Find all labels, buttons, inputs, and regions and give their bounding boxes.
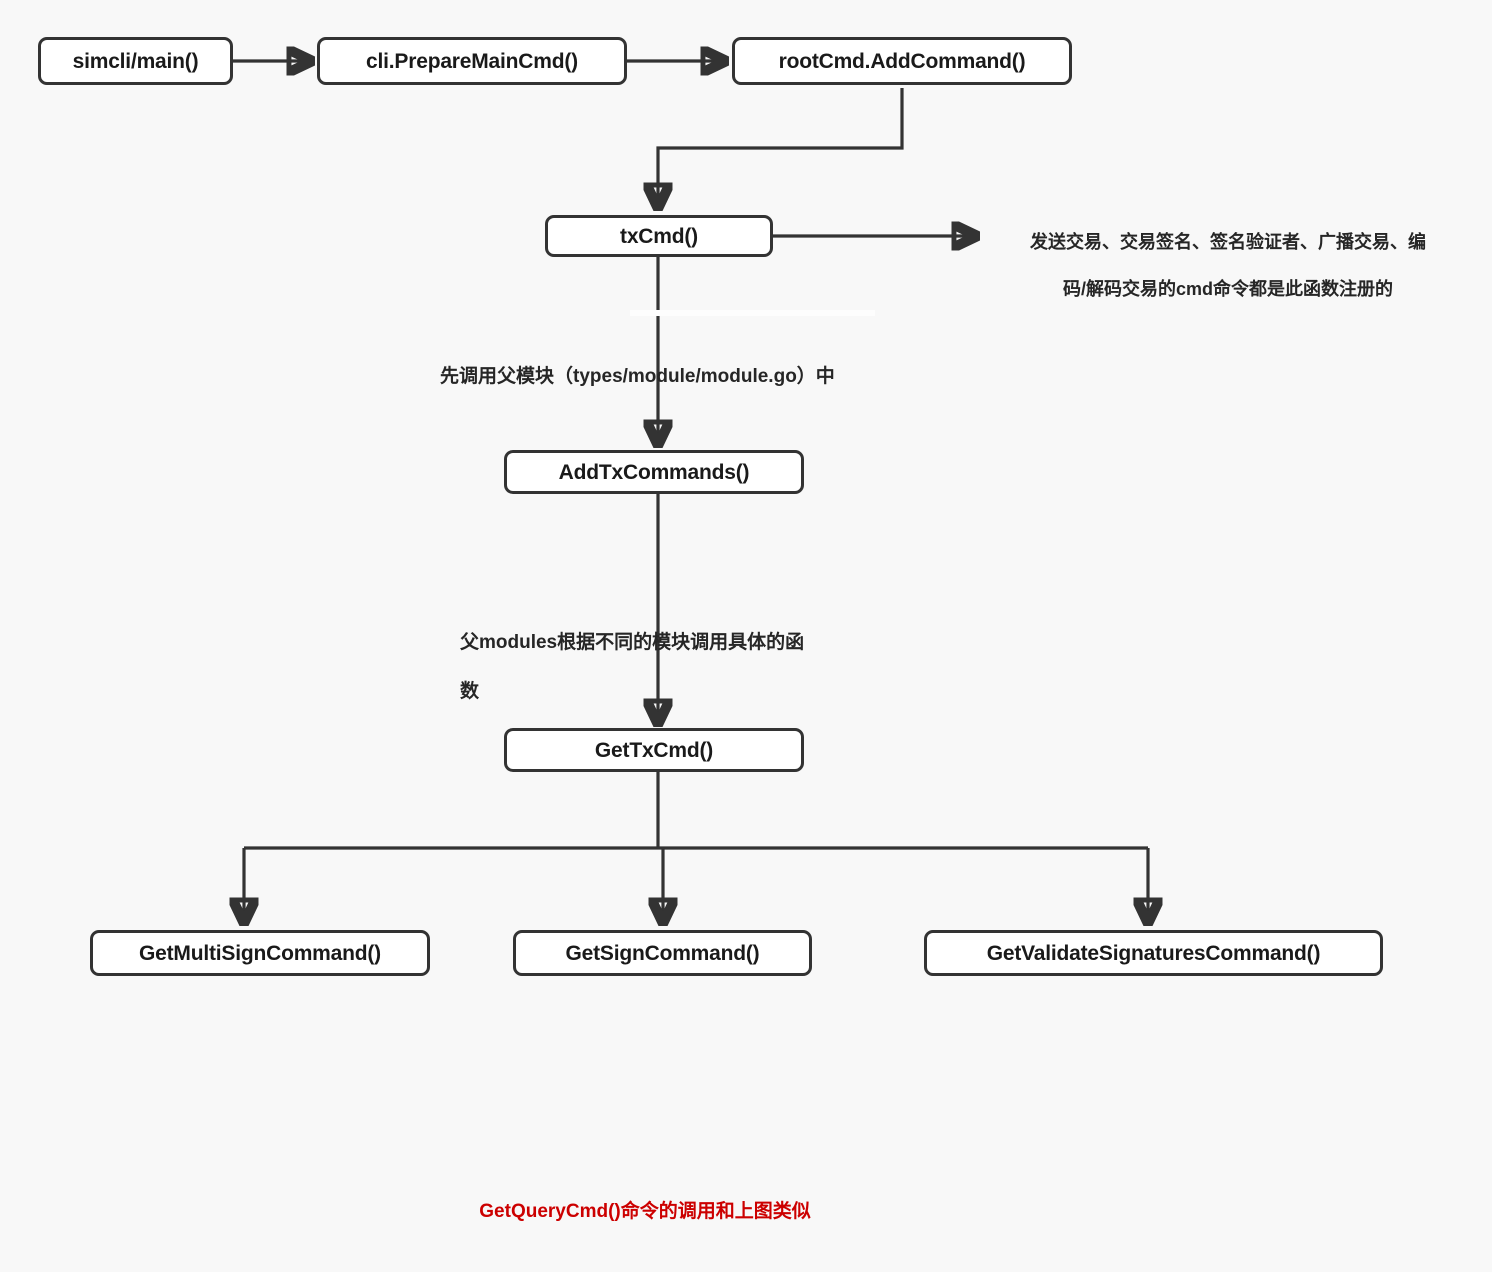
node-label: rootCmd.AddCommand()	[778, 49, 1026, 73]
footer-note-getquerycmd: GetQueryCmd()命令的调用和上图类似	[479, 1201, 811, 1222]
node-rootcmd-addcommand[interactable]: rootCmd.AddCommand()	[732, 37, 1072, 85]
node-label: GetValidateSignaturesCommand()	[986, 941, 1321, 965]
node-txcmd[interactable]: txCmd()	[545, 215, 773, 257]
node-getsigncommand[interactable]: GetSignCommand()	[513, 930, 812, 976]
node-getmultisigncommand[interactable]: GetMultiSignCommand()	[90, 930, 430, 976]
note-line-2: 数	[460, 681, 480, 703]
link-addcommand-to-txcmd	[658, 88, 904, 206]
node-label: GetSignCommand()	[565, 941, 760, 965]
node-label: cli.PrepareMainCmd()	[366, 49, 578, 73]
node-addtxcommands[interactable]: AddTxCommands()	[504, 450, 804, 494]
note-line-1: 父modules根据不同的模块调用具体的函	[460, 631, 805, 653]
note-txcmd-registration: 发送交易、交易签名、签名验证者、广播交易、编 码/解码交易的cmd命令都是此函数…	[988, 208, 1468, 325]
node-label: txCmd()	[620, 224, 698, 248]
node-getvalidatesignaturescommand[interactable]: GetValidateSignaturesCommand()	[924, 930, 1383, 976]
note-line-2: 码/解码交易的cmd命令都是此函数注册的	[1062, 279, 1393, 300]
node-label: GetTxCmd()	[594, 738, 714, 762]
node-label: simcli/main()	[72, 49, 199, 73]
node-simcli-main[interactable]: simcli/main()	[38, 37, 233, 85]
node-label: AddTxCommands()	[558, 460, 750, 484]
node-label: GetMultiSignCommand()	[139, 941, 381, 965]
node-cli-preparemaincmd[interactable]: cli.PrepareMainCmd()	[317, 37, 627, 85]
note-line-1: 先调用父模块（types/module/module.go）中	[440, 365, 835, 387]
note-line-1: 发送交易、交易签名、签名验证者、广播交易、编	[1030, 232, 1426, 253]
note-parent-module: 先调用父模块（types/module/module.go）中	[440, 340, 1000, 414]
node-gettxcmd[interactable]: GetTxCmd()	[504, 728, 804, 772]
note-parent-modules-dispatch: 父modules根据不同的模块调用具体的函 数	[460, 606, 880, 729]
render-artifact-band	[630, 310, 875, 316]
